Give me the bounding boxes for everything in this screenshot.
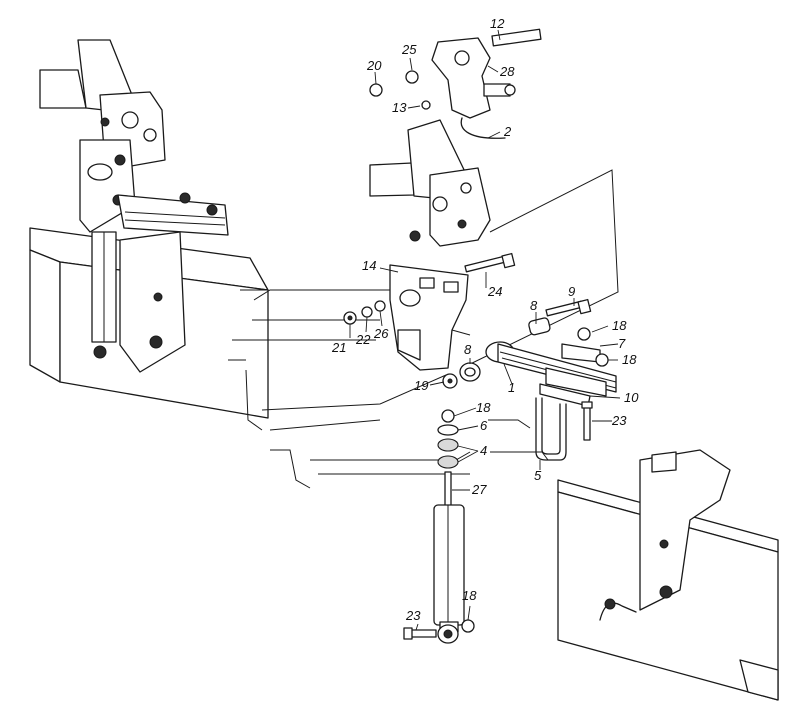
callout-10: 10: [624, 390, 639, 405]
callout-27: 27: [471, 482, 487, 497]
callout-7: 7: [618, 336, 626, 351]
callout-9: 9: [568, 284, 575, 299]
callout-2: 2: [503, 124, 512, 139]
callout-18-stack: 18: [476, 400, 491, 415]
callout-19: 19: [414, 378, 428, 393]
left-cab-support: [39, 39, 229, 373]
callout-22: 22: [355, 332, 371, 347]
bushing-stack: [437, 409, 459, 469]
callout-14: 14: [362, 258, 376, 273]
pin-8-bolt-9: [528, 298, 592, 336]
callout-18-upper: 18: [612, 318, 627, 333]
callout-6: 6: [480, 418, 488, 433]
callout-1: 1: [508, 380, 515, 395]
callout-13: 13: [392, 100, 407, 115]
callout-25: 25: [401, 42, 417, 57]
callout-12: 12: [490, 16, 505, 31]
cab-lock-assembly: [369, 28, 542, 139]
bushing-8: [442, 362, 481, 389]
callout-24: 24: [487, 284, 502, 299]
callout-8-lower: 8: [464, 342, 472, 357]
callout-8-upper: 8: [530, 298, 538, 313]
callout-5: 5: [534, 468, 542, 483]
callout-18-right: 18: [622, 352, 637, 367]
callout-28: 28: [499, 64, 515, 79]
right-frame-rail: [557, 449, 779, 701]
leader-lines: [349, 29, 621, 631]
callout-21: 21: [331, 340, 346, 355]
u-bolt-5: [535, 397, 593, 461]
callout-23-lower: 23: [405, 608, 421, 623]
shock-absorber: [403, 471, 475, 644]
callout-labels: 12 25 20 28 13 2 14 24 8 9 18 7 18 21 22…: [331, 16, 639, 623]
middle-cab-support: [369, 119, 491, 247]
callout-18-lower: 18: [462, 588, 477, 603]
shock-mount-bracket: [389, 264, 471, 371]
callout-23-right: 23: [611, 413, 627, 428]
nuts-18: [577, 327, 609, 367]
spring-leaf: [485, 341, 617, 407]
callout-26: 26: [373, 326, 389, 341]
callout-20: 20: [366, 58, 382, 73]
fasteners-21-22-26: [343, 300, 386, 325]
bolt-24: [464, 252, 516, 273]
callout-4: 4: [480, 443, 487, 458]
